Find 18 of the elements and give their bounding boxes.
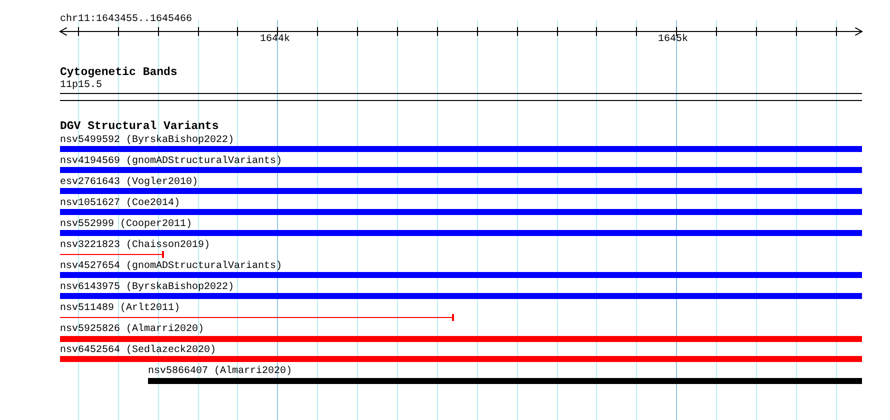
track-title: DGV Structural Variants xyxy=(60,121,219,132)
track-title: Cytogenetic Bands xyxy=(60,67,178,78)
feature-label: nsv4527654 (gnomADStructuralVariants) xyxy=(60,261,282,272)
feature-label: esv2761643 (Vogler2010) xyxy=(60,177,198,188)
feature-label: nsv4194569 (gnomADStructuralVariants) xyxy=(60,156,282,167)
feature-label: nsv5499592 (ByrskaBishop2022) xyxy=(60,135,234,146)
feature-label: nsv5866407 (Almarri2020) xyxy=(148,366,292,377)
feature-label: nsv1051627 (Coe2014) xyxy=(60,198,180,209)
coordinate-range: chr11:1643455..1645466 xyxy=(60,14,192,25)
tick-label: 1645k xyxy=(658,34,688,45)
feature-label: nsv552999 (Cooper2011) xyxy=(60,219,192,230)
feature-label: nsv511489 (Arlt2011) xyxy=(60,303,180,314)
tick-label: 1644k xyxy=(260,34,290,45)
feature-label: nsv6452564 (Sedlazeck2020) xyxy=(60,345,216,356)
feature-label: nsv3221823 (Chaisson2019) xyxy=(60,240,210,251)
feature-label: nsv5925826 (Almarri2020) xyxy=(60,324,204,335)
feature-label: 11p15.5 xyxy=(60,80,102,91)
feature-label: nsv6143975 (ByrskaBishop2022) xyxy=(60,282,234,293)
